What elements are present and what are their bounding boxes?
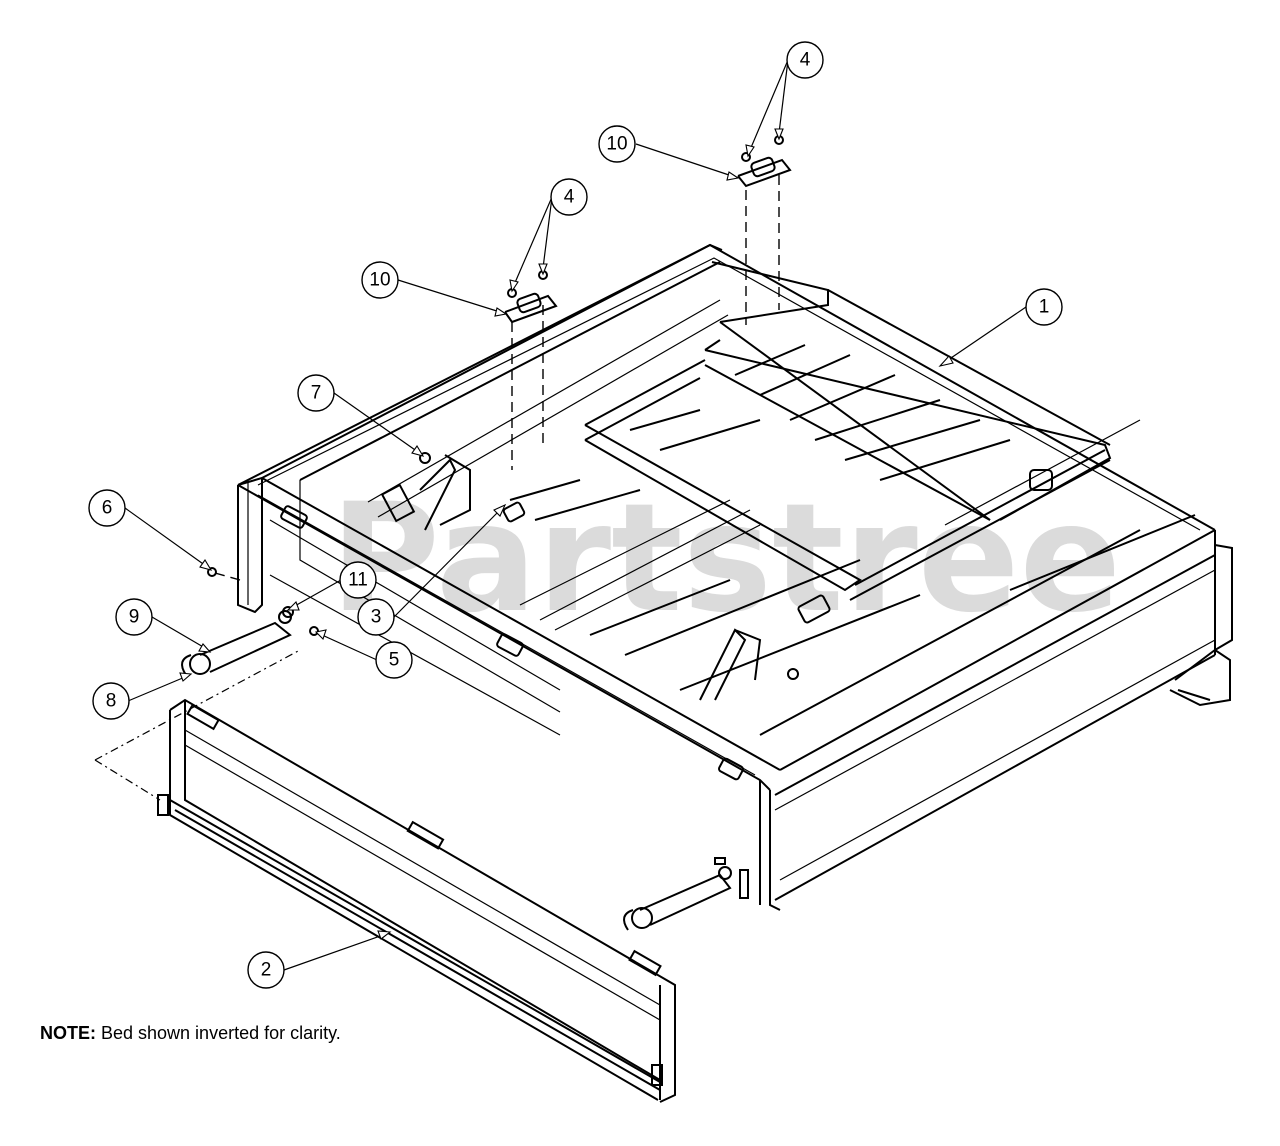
callout-8: 8: [92, 682, 130, 720]
alignment-lines: [94, 175, 780, 801]
svg-text:3: 3: [371, 607, 382, 628]
callout-10-left: 10: [361, 261, 399, 299]
callout-6: 6: [88, 489, 126, 527]
callout-4-right: 4: [786, 41, 824, 79]
callout-4-left: 4: [550, 178, 588, 216]
diagram-note: NOTE: Bed shown inverted for clarity.: [40, 1023, 341, 1044]
callout-11: 11: [339, 561, 377, 599]
svg-text:6: 6: [102, 498, 113, 519]
callout-1: 1: [1025, 288, 1063, 326]
callout-3: 3: [357, 598, 395, 636]
svg-text:4: 4: [564, 187, 575, 208]
svg-text:5: 5: [389, 650, 400, 671]
svg-text:11: 11: [348, 570, 368, 591]
svg-text:7: 7: [311, 383, 322, 404]
support-strut-left: [181, 610, 292, 676]
svg-text:8: 8: [106, 691, 117, 712]
callouts: 1 2 3 4 4 5 6 7: [88, 41, 1063, 989]
svg-text:10: 10: [369, 270, 390, 291]
hinge-bracket-left: [504, 292, 558, 324]
tailgate: [157, 698, 676, 1103]
svg-text:1: 1: [1039, 297, 1050, 318]
bed-frame: [237, 243, 1233, 911]
svg-text:2: 2: [261, 960, 272, 981]
callout-10-right: 10: [598, 125, 636, 163]
callout-7: 7: [297, 374, 335, 412]
watermark-text: Partstree: [330, 472, 1121, 646]
hinge-bracket-right: [737, 156, 792, 188]
svg-text:10: 10: [606, 134, 627, 155]
note-label: NOTE:: [40, 1023, 96, 1043]
svg-text:9: 9: [129, 607, 140, 628]
leader-lines: [124, 59, 1027, 971]
callout-9: 9: [115, 598, 153, 636]
callout-2: 2: [247, 951, 285, 989]
support-strut-right: [623, 857, 732, 931]
callout-5: 5: [375, 641, 413, 679]
svg-text:4: 4: [800, 50, 811, 71]
note-text: Bed shown inverted for clarity.: [96, 1023, 341, 1043]
